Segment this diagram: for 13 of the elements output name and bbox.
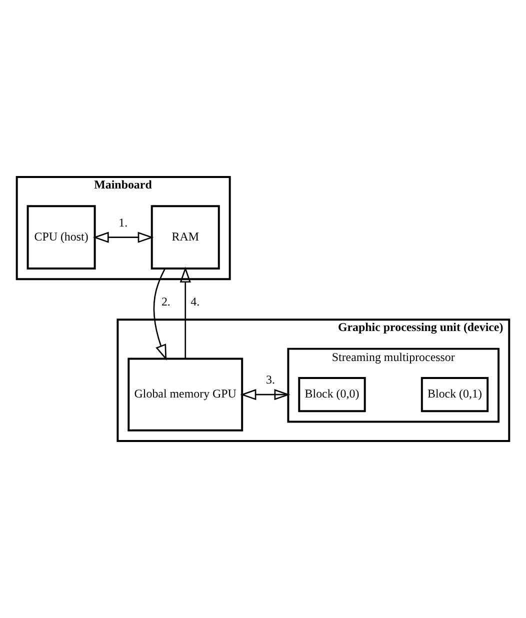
node-box: RAM — [150, 205, 220, 270]
node-box: Block (0,1) — [420, 377, 489, 412]
node-box: Block (0,0) — [298, 377, 366, 412]
arrow — [92, 232, 154, 243]
arrow — [240, 389, 290, 400]
edge-label: 4. — [190, 294, 200, 308]
node-box: CPU (host) — [26, 205, 96, 270]
node-box: Global memory GPU — [128, 358, 244, 432]
edge-label: 1. — [118, 215, 128, 230]
edge-label: 3. — [266, 372, 275, 387]
arrow — [153, 268, 167, 360]
edge-label: 2. — [161, 294, 170, 308]
arrow — [180, 266, 191, 359]
